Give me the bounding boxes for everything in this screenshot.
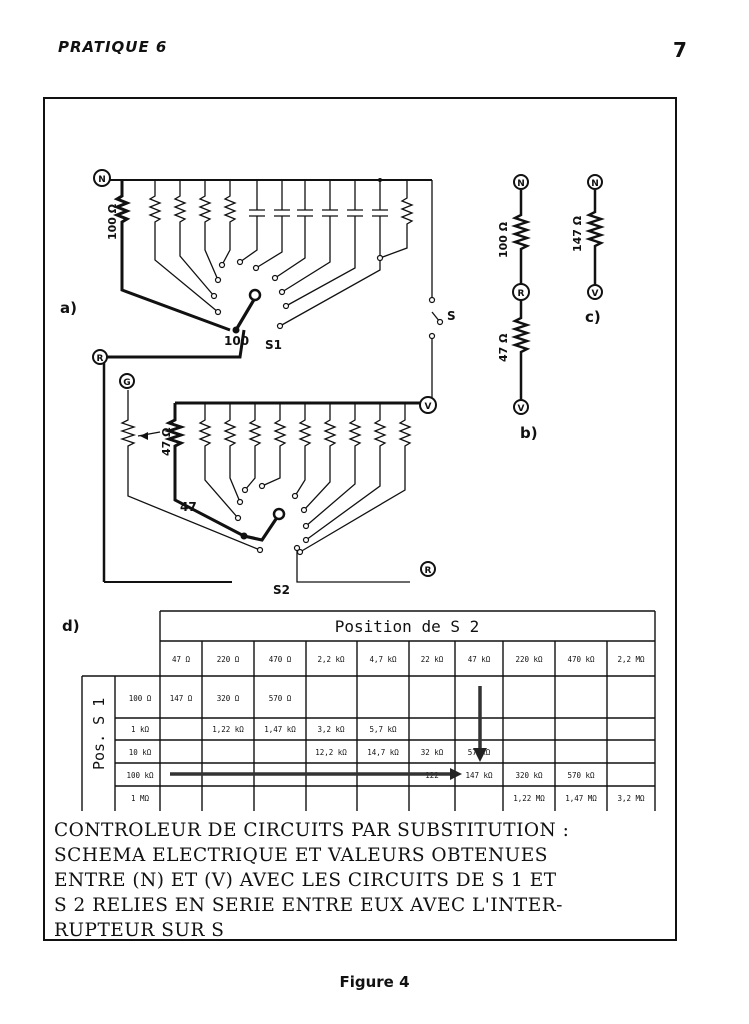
table-column-header: 220 Ω — [217, 655, 240, 664]
table-column-header: 4,7 kΩ — [369, 655, 397, 664]
terminal-v-b: V — [518, 404, 525, 414]
table-column-header: 2,2 kΩ — [317, 655, 345, 664]
terminal-n-a: N — [98, 175, 106, 185]
table-column-header: 470 kΩ — [567, 655, 595, 664]
table-cell: 147 kΩ — [465, 771, 493, 780]
value-table-grid — [81, 610, 656, 811]
terminal-v-a: V — [425, 402, 432, 412]
label-c: c) — [585, 308, 601, 326]
table-cell: 1,47 MΩ — [565, 794, 597, 803]
table-column-header: 470 Ω — [269, 655, 292, 664]
table-cell: 570 Ω — [269, 694, 292, 703]
label-a: a) — [60, 299, 77, 317]
table-cell: 570 kΩ — [567, 771, 595, 780]
table-cell: 1,47 kΩ — [264, 725, 296, 734]
table-column-header: 2,2 MΩ — [617, 655, 645, 664]
table-cell: 14,7 kΩ — [367, 748, 399, 757]
running-header: PRATIQUE 6 — [58, 38, 168, 56]
figure-label: Figure 4 — [339, 973, 410, 991]
table-cell: 147 Ω — [170, 694, 193, 703]
table-column-header: 22 kΩ — [421, 655, 444, 664]
label-r100-a: 100 Ω — [106, 203, 119, 240]
figure-caption: CONTROLEUR DE CIRCUITS PAR SUBSTITUTION … — [54, 818, 674, 943]
table-column-header: 220 kΩ — [515, 655, 543, 664]
caption-line: SCHEMA ELECTRIQUE ET VALEURS OBTENUES — [54, 845, 548, 866]
table-title: Position de S 2 — [335, 617, 480, 636]
page-number: 7 — [673, 38, 687, 62]
table-cell: 32 kΩ — [421, 748, 444, 757]
caption-line: S 2 RELIES EN SERIE ENTRE EUX AVEC L'INT… — [54, 895, 563, 916]
table-arrows — [170, 686, 482, 776]
terminal-r-a: R — [97, 354, 104, 364]
table-row-header: Pos. S 1 — [90, 698, 108, 770]
terminal-n-c: N — [591, 179, 599, 189]
caption-line: CONTROLEUR DE CIRCUITS PAR SUBSTITUTION … — [54, 820, 570, 841]
table-cell: 12,2 kΩ — [315, 748, 347, 757]
table-cell: 320 Ω — [217, 694, 240, 703]
label-pos-47: 47 — [180, 500, 197, 514]
label-s: S — [447, 309, 456, 323]
label-r47-a: 47 Ω — [160, 427, 173, 456]
table-cell: 1,22 kΩ — [212, 725, 244, 734]
table-cell: 1,22 MΩ — [513, 794, 545, 803]
table-row-label: 100 kΩ — [126, 771, 154, 780]
label-b: b) — [520, 424, 538, 442]
label-s2: S2 — [273, 583, 290, 597]
caption-line: ENTRE (N) ET (V) AVEC LES CIRCUITS DE S … — [54, 870, 557, 891]
table-row-label: 1 kΩ — [131, 725, 150, 734]
label-r100-b: 100 Ω — [497, 221, 510, 258]
caption-line: RUPTEUR SUR S — [54, 920, 225, 941]
terminal-g: G — [123, 378, 130, 388]
terminal-v-c: V — [592, 289, 599, 299]
table-cell: 3,2 kΩ — [317, 725, 345, 734]
table-row-label: 1 MΩ — [131, 794, 150, 803]
terminal-r-b: R — [518, 289, 525, 299]
table-row-label: 100 Ω — [129, 694, 152, 703]
table-column-header: 47 kΩ — [468, 655, 491, 664]
table-column-header: 47 Ω — [172, 655, 191, 664]
label-s1: S1 — [265, 338, 282, 352]
label-pos-100: 100 — [224, 334, 249, 348]
terminal-r-a2: R — [425, 566, 432, 576]
figure-frame — [43, 97, 677, 941]
table-cell: 320 kΩ — [515, 771, 543, 780]
table-row-label: 10 kΩ — [129, 748, 152, 757]
terminal-n-b: N — [517, 179, 525, 189]
table-cell: 5,7 kΩ — [369, 725, 397, 734]
label-r47-b: 47 Ω — [497, 333, 510, 362]
table-cell: 3,2 MΩ — [617, 794, 645, 803]
label-r147-c: 147 Ω — [571, 215, 584, 252]
label-d: d) — [62, 617, 80, 635]
